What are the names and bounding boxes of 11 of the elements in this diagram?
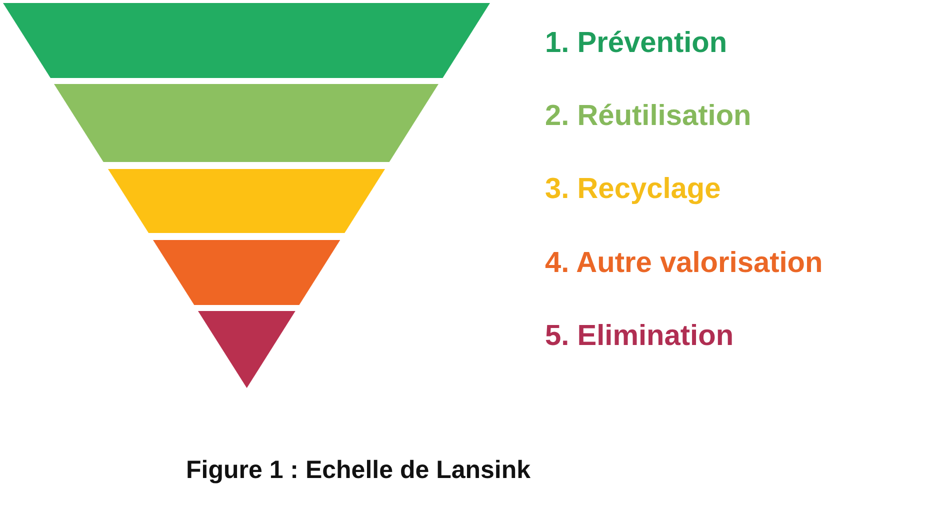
level-label: 3. Recyclage	[545, 172, 721, 206]
level-label: 5. Elimination	[545, 319, 734, 353]
figure-caption: Figure 1 : Echelle de Lansink	[186, 455, 531, 485]
level-label: 4. Autre valorisation	[545, 246, 823, 280]
level-label: 1. Prévention	[545, 26, 728, 60]
pyramid-band	[153, 240, 340, 305]
pyramid-band	[54, 84, 439, 162]
level-label: 2. Réutilisation	[545, 99, 752, 133]
pyramid-band	[3, 3, 490, 78]
pyramid-tip	[198, 311, 296, 388]
pyramid-band	[108, 169, 386, 233]
